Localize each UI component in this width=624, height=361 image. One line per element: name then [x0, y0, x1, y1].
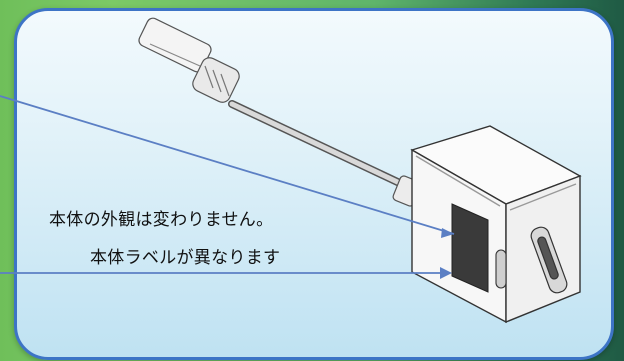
front-slot [495, 249, 507, 289]
caption-line-1: 本体の外観は変わりません。 [49, 210, 274, 230]
side-slot [530, 226, 568, 294]
pointer-line-top [0, 95, 455, 235]
label-window [451, 203, 489, 293]
caption-line-2: 本体ラベルが異なります [90, 248, 281, 268]
sensor-probe [138, 17, 240, 103]
